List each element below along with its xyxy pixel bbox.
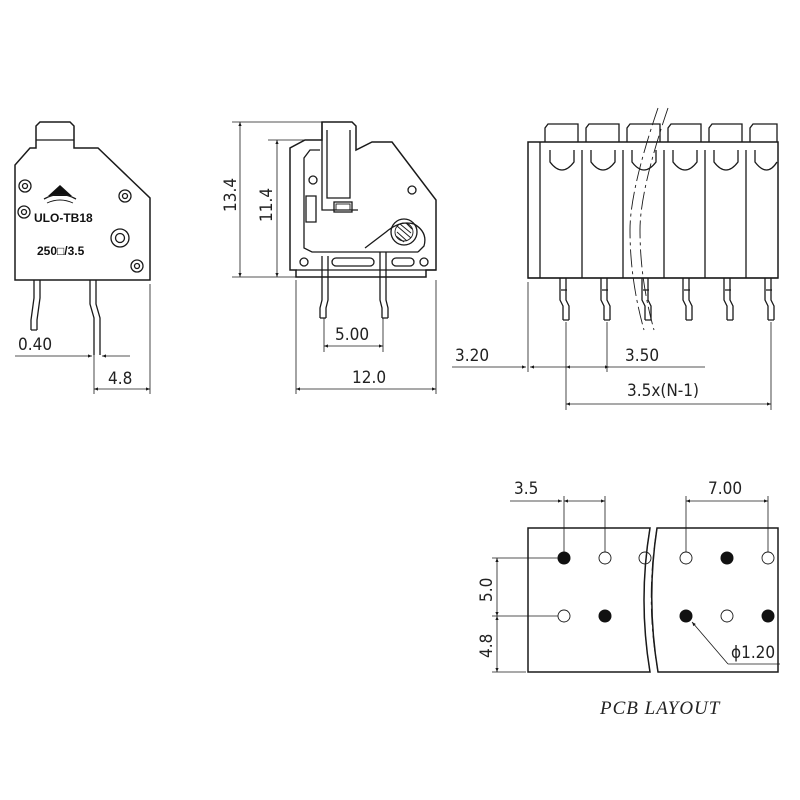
pad-filled	[598, 609, 612, 623]
dim-pcb-double-pitch: 7.00	[708, 479, 742, 499]
dim-pin-spacing: 5.00	[335, 325, 369, 345]
pcb-layout: 3.5 7.00 5.0 4.8 ϕ1.20 PCB LAYOUT	[477, 479, 780, 719]
rating-label: 250□/3.5	[37, 244, 85, 258]
pad-open	[638, 551, 652, 565]
pad-filled	[720, 551, 734, 565]
front-view: 3.20 3.50 3.5x(N-1)	[452, 107, 779, 410]
terminal-cells	[544, 123, 778, 278]
pcb-layout-title: PCB LAYOUT	[599, 698, 721, 719]
dim-edge-offset: 3.20	[455, 346, 489, 366]
pad-filled	[557, 551, 571, 565]
dim-pcb-edge: 4.8	[477, 634, 497, 658]
front-pins	[559, 278, 775, 321]
front-view-body	[527, 141, 779, 279]
pad-filled	[761, 609, 775, 623]
pad-filled	[679, 609, 693, 623]
pad-open	[720, 609, 734, 623]
dim-pin-width: 0.40	[18, 335, 52, 355]
profile-view: 13.4 11.4 5.00 12.0	[221, 121, 437, 394]
dim-total-height: 13.4	[221, 178, 241, 212]
dim-overall-width: 12.0	[352, 368, 386, 388]
dim-body-height: 11.4	[257, 188, 277, 222]
pcb-board-left	[527, 527, 651, 673]
dim-pitch: 3.50	[625, 346, 659, 366]
dim-pcb-pitch: 3.5	[514, 479, 538, 499]
profile-view-body	[289, 121, 437, 278]
brand-logo-icon	[43, 185, 77, 204]
dim-pin-offset: 4.8	[108, 369, 132, 389]
dim-pcb-row-spacing: 5.0	[477, 578, 497, 602]
dim-hole-diameter: ϕ1.20	[731, 643, 775, 663]
part-label: ULO-TB18	[34, 211, 93, 225]
dim-span: 3.5x(N-1)	[627, 381, 699, 401]
side-view: ULO-TB18 250□/3.5 0.40 4.8	[14, 121, 151, 394]
